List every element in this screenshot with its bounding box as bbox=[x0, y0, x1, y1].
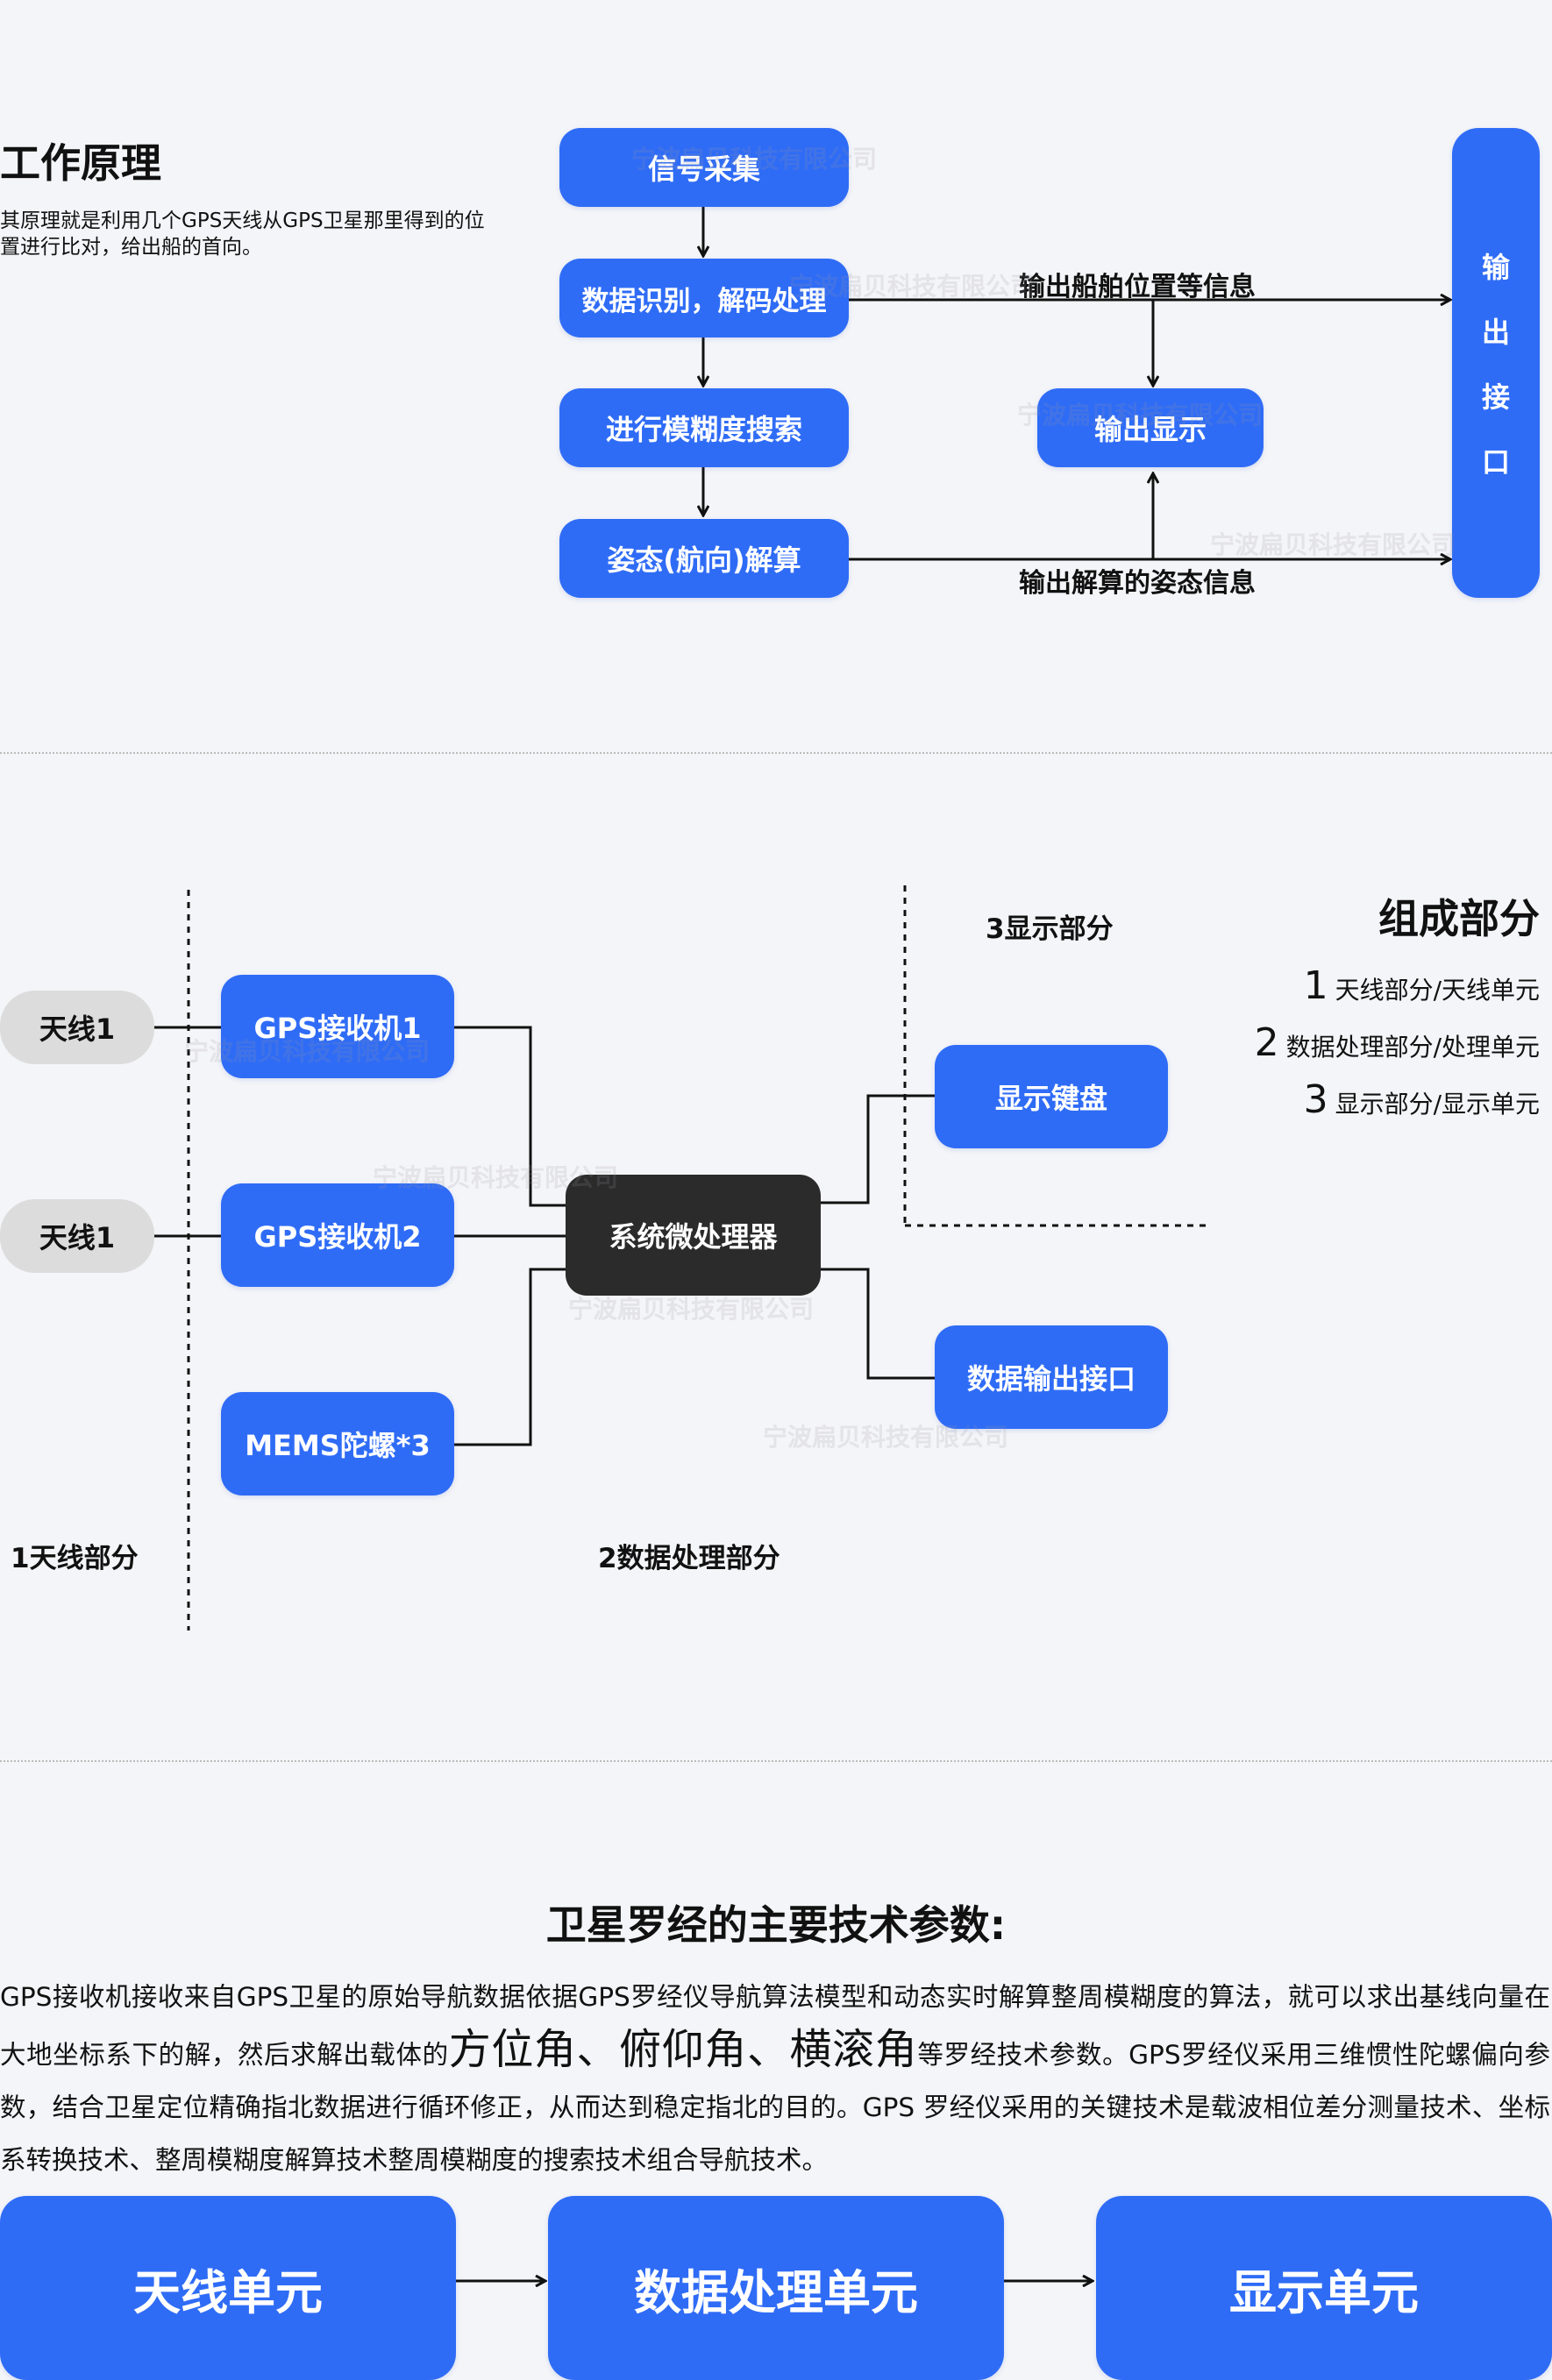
output-interface-char: 口 bbox=[1481, 445, 1510, 479]
section3-title: 卫星罗经的主要技术参数: bbox=[545, 1901, 1007, 1949]
data-output-interface-box: 数据输出接口 bbox=[935, 1325, 1168, 1429]
tech-params-highlight: 方位角、俯仰角、横滚角 bbox=[448, 2025, 918, 2074]
output-interface-char: 输 bbox=[1481, 251, 1510, 284]
tech-params-text: 等罗经技术参数。GPS罗经仪采用三维惯性陀螺偏向参数，结合卫星定位精确指北数据进… bbox=[0, 2040, 1550, 2175]
section-divider bbox=[0, 1760, 1552, 1762]
gps-receiver-1-box: GPS接收机1 bbox=[221, 975, 454, 1078]
output-interface-char: 接 bbox=[1481, 380, 1510, 414]
ambiguity-search-box: 进行模糊度搜索 bbox=[559, 388, 849, 467]
section-divider bbox=[0, 752, 1552, 754]
part2-label: 2数据处理部分 bbox=[598, 1543, 780, 1574]
section1-desc-line1: 其原理就是利用几个GPS天线从GPS卫星那里得到的位 bbox=[0, 210, 485, 232]
composition-text: 显示部分/显示单元 bbox=[1335, 1090, 1540, 1119]
antenna-unit-box: 天线单元 bbox=[0, 2196, 456, 2380]
attitude-solve-box: 姿态(航向)解算 bbox=[559, 519, 849, 598]
composition-text: 天线部分/天线单元 bbox=[1335, 976, 1540, 1005]
part3-label: 3显示部分 bbox=[986, 913, 1114, 945]
section1-desc-line2: 置进行比对，给出船的首向。 bbox=[0, 236, 262, 259]
composition-num: 3 bbox=[1303, 1077, 1328, 1122]
mems-gyro-box: MEMS陀螺*3 bbox=[221, 1392, 454, 1495]
section2-title: 组成部分 bbox=[1378, 895, 1540, 942]
composition-num: 1 bbox=[1303, 963, 1328, 1008]
output-interface-box: 输 出 接 口 bbox=[1452, 128, 1540, 598]
section1-title: 工作原理 bbox=[0, 139, 161, 187]
gps-receiver-2-box: GPS接收机2 bbox=[221, 1183, 454, 1287]
output-display-box: 输出显示 bbox=[1037, 388, 1264, 467]
part1-label: 1天线部分 bbox=[11, 1543, 139, 1574]
composition-num: 2 bbox=[1254, 1020, 1279, 1065]
display-keyboard-box: 显示键盘 bbox=[935, 1045, 1168, 1148]
data-processing-unit-box: 数据处理单元 bbox=[548, 2196, 1004, 2380]
display-unit-box: 显示单元 bbox=[1096, 2196, 1552, 2380]
attitude-info-label: 输出解算的姿态信息 bbox=[1019, 568, 1256, 599]
output-interface-char: 出 bbox=[1481, 316, 1510, 349]
data-decode-box: 数据识别，解码处理 bbox=[559, 259, 849, 337]
position-info-label: 输出船舶位置等信息 bbox=[1019, 272, 1256, 302]
antenna-box: 天线1 bbox=[0, 1199, 154, 1273]
system-processor-box: 系统微处理器 bbox=[566, 1175, 821, 1296]
composition-text: 数据处理部分/处理单元 bbox=[1285, 1033, 1540, 1062]
tech-params-paragraph: GPS接收机接收来自GPS卫星的原始导航数据依据GPS罗经仪导航算法模型和动态实… bbox=[0, 1971, 1550, 2186]
tech-params-text: GPS接收机接收来自GPS卫星的原始导航数据依据GPS罗经仪导航算法模型和动态实… bbox=[0, 1982, 1550, 2070]
antenna-box: 天线1 bbox=[0, 991, 154, 1064]
signal-collection-box: 信号采集 bbox=[559, 128, 849, 207]
